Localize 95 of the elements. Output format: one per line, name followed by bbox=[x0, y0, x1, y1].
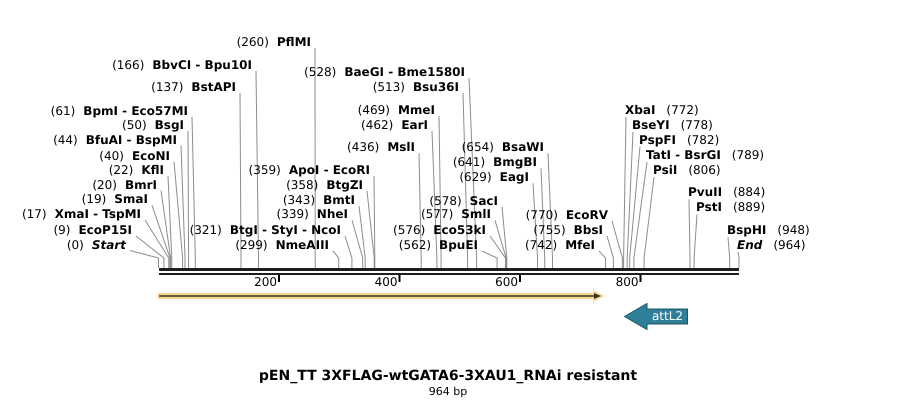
leader-line bbox=[494, 220, 507, 268]
leader-line bbox=[438, 116, 442, 268]
cut-site-label: (528) BaeGI - Bme1580I bbox=[304, 65, 469, 79]
cut-site-label: (359) ApoI - EcoRI bbox=[248, 163, 374, 177]
cut-site-label: (19) SmaI bbox=[82, 192, 152, 206]
cut-site-label: BspHI (948) bbox=[727, 223, 810, 237]
cut-site-label: (755) BbsI bbox=[533, 223, 607, 237]
map-title: pEN_TT 3XFLAG-wtGATA6-3XAU1_RNAi resistant bbox=[258, 368, 638, 385]
leader-line bbox=[633, 162, 648, 268]
leader-line bbox=[136, 236, 164, 268]
cut-site-label: (358) BtgZI bbox=[286, 178, 367, 192]
leader-line bbox=[358, 206, 366, 268]
cut-site-label: PvuII (884) bbox=[688, 185, 766, 200]
position-label: (0) Start bbox=[66, 238, 130, 252]
cut-site-label: (436) MslI bbox=[347, 140, 419, 154]
cut-site-label: XbaI (772) bbox=[625, 103, 699, 117]
cut-site-label: (742) MfeI bbox=[524, 238, 599, 252]
leader-line bbox=[130, 250, 159, 268]
leader-line bbox=[540, 168, 546, 268]
sequence-length: 964 bp bbox=[428, 385, 468, 398]
cut-site-label: (339) NheI bbox=[276, 207, 352, 222]
cut-site-label: (578) SacI bbox=[429, 194, 502, 208]
leader-line bbox=[728, 236, 730, 268]
leader-line bbox=[629, 146, 640, 268]
cut-site-label: (629) EagI bbox=[459, 170, 533, 184]
cut-site-label: TatI - BsrGI (789) bbox=[646, 148, 764, 162]
cut-site-label: (654) BsaWI bbox=[462, 140, 548, 154]
cut-site-label: (40) EcoNI bbox=[99, 148, 174, 162]
cut-site-label: (9) EcoP15I bbox=[53, 223, 136, 237]
leader-line bbox=[332, 250, 340, 268]
cut-site-label: PsiI (806) bbox=[653, 163, 721, 177]
cut-site-label: (513) Bsu36I bbox=[372, 80, 463, 94]
leader-line bbox=[144, 220, 170, 268]
leader-line bbox=[240, 92, 242, 268]
cut-site-label: (17) XmaI - TspMI bbox=[22, 207, 145, 221]
leader-line bbox=[548, 152, 553, 268]
cut-site-label: (260) PflMI bbox=[236, 35, 315, 49]
tick-label: 600 bbox=[495, 275, 518, 289]
leader-line bbox=[623, 116, 626, 268]
cut-site-label: (469) MmeI bbox=[358, 103, 439, 117]
leader-line bbox=[168, 176, 172, 268]
cut-site-label: (166) BbvCI - Bpu10I bbox=[112, 58, 256, 72]
leader-line bbox=[490, 236, 506, 268]
cut-site-label: (20) BmrI bbox=[92, 178, 161, 192]
cut-site-label: PstI (889) bbox=[696, 200, 766, 214]
leader-line bbox=[502, 206, 508, 268]
leader-line bbox=[256, 70, 259, 268]
leader-line bbox=[432, 130, 438, 268]
cut-site-label: (50) BsgI bbox=[122, 118, 188, 132]
leader-line bbox=[626, 132, 634, 268]
leader-line bbox=[532, 182, 538, 268]
leader-line bbox=[644, 176, 654, 268]
cut-site-label: (22) KflI bbox=[108, 163, 168, 177]
cut-site-label: BseYI (778) bbox=[632, 118, 713, 132]
leader-line bbox=[606, 236, 614, 268]
leader-line bbox=[188, 130, 190, 268]
cut-site-label: (44) BfuAI - BspMI bbox=[53, 132, 181, 146]
cut-site-label: (299) NmeAIII bbox=[235, 238, 333, 252]
leader-line bbox=[468, 78, 478, 268]
leader-line bbox=[174, 161, 184, 268]
feature-tag: attL2 bbox=[624, 303, 688, 330]
feature-bar bbox=[158, 290, 604, 302]
cut-site-label: (770) EcoRV bbox=[526, 208, 612, 222]
leader-line bbox=[462, 92, 468, 268]
sequence-backbone bbox=[159, 268, 739, 275]
leader-line bbox=[738, 252, 740, 268]
leader-line bbox=[314, 48, 316, 268]
leader-line bbox=[160, 190, 172, 268]
leader-line bbox=[694, 214, 698, 268]
tick-label: 400 bbox=[374, 275, 398, 289]
leader-line bbox=[688, 198, 690, 268]
leader-line bbox=[366, 190, 375, 268]
cut-site-label: (562) BpuEI bbox=[398, 238, 482, 252]
cut-site-label: (343) BmtI bbox=[282, 193, 359, 207]
leader-line bbox=[598, 250, 606, 268]
leader-line bbox=[152, 204, 170, 268]
leader-line bbox=[482, 250, 498, 268]
cut-site-label: (321) BtgI - StyI - NcoI bbox=[190, 223, 345, 237]
leader-line bbox=[374, 176, 376, 268]
tick-label: 800 bbox=[616, 275, 638, 289]
position-label: End (964) bbox=[737, 238, 806, 252]
tick-label: 200 bbox=[254, 275, 277, 289]
leader-line bbox=[192, 116, 196, 268]
cut-site-label: PspFI (782) bbox=[639, 132, 720, 146]
cut-site-label: (61) BpmI - Eco57MI bbox=[50, 104, 192, 118]
leader-line bbox=[180, 145, 186, 268]
cut-site-label: (137) BstAPI bbox=[151, 80, 240, 94]
cut-site-label: (577) SmlI bbox=[420, 207, 495, 222]
cut-site-label: (641) BmgBI bbox=[452, 155, 541, 170]
leader-line bbox=[344, 236, 352, 268]
cut-site-label: (462) EarI bbox=[361, 118, 432, 132]
leader-line bbox=[418, 152, 422, 268]
leader-line bbox=[352, 220, 364, 268]
cut-site-label: (576) Eco53kI bbox=[393, 223, 490, 237]
leader-line bbox=[612, 220, 623, 268]
